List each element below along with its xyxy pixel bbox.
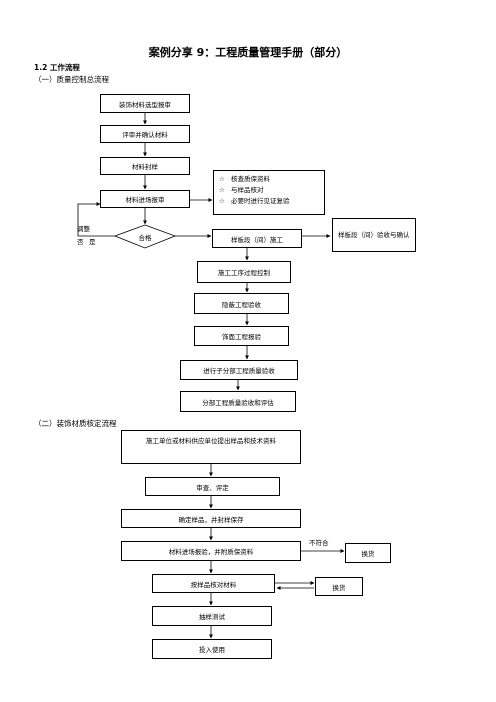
sample-testing: 抽样测试 xyxy=(152,606,272,626)
section-heading: 1.2 工作流程 xyxy=(34,63,80,72)
page-title: 案例分享 9：工程质量管理手册（部分） xyxy=(148,46,348,59)
review-evaluate: 审查、评定 xyxy=(145,477,280,496)
checklist-box: ☆ 核查质保资料 ☆ 与样品核对 ☆ 必要时进行见证复验 xyxy=(213,170,325,215)
sample-section-construction: 样板段（间）施工 xyxy=(212,229,302,248)
yes-label: 是 xyxy=(89,238,96,246)
confirm-samples: 确定样品，并封样保存 xyxy=(121,509,301,528)
nonconform-label: 不符合 xyxy=(309,539,329,547)
check-against-samples: 按样品核对材料 xyxy=(152,574,275,593)
adjust-label: 调整 xyxy=(77,225,90,233)
entry-inspection: 材料进场报验，并附质保资料 xyxy=(121,541,301,561)
checklist-item: ☆ 与样品核对 xyxy=(219,186,264,194)
put-into-use: 投入使用 xyxy=(152,639,272,659)
submit-samples: 施工单位或材料供应单位提出样品和技术资料 xyxy=(121,430,301,464)
step-material-selection: 装饰材料选型报审 xyxy=(100,94,190,113)
decision-qualified: 合格 xyxy=(138,234,152,242)
star-icon: ☆ xyxy=(219,197,225,205)
part2-heading: （二）装饰材质核定流程 xyxy=(34,419,117,428)
step-review-confirm: 评审并确认材料 xyxy=(100,125,190,143)
flow-process-control: 施工工序过程控制 xyxy=(197,261,291,283)
star-icon: ☆ xyxy=(219,175,225,183)
replace-goods-2: 换货 xyxy=(315,577,363,596)
flow-finish-inspection: 饰面工程报验 xyxy=(194,326,289,346)
star-icon: ☆ xyxy=(219,186,225,194)
flow-sub-division-acceptance: 进行子分部工程质量验收 xyxy=(180,360,298,380)
flow-division-acceptance: 分部工程质量验收和评估 xyxy=(180,391,296,412)
checklist-item: ☆ 必要时进行见证复验 xyxy=(219,197,290,205)
checklist-item: ☆ 核查质保资料 xyxy=(219,175,271,183)
step-sample-seal: 材料封样 xyxy=(100,157,190,175)
no-label: 否 xyxy=(77,238,84,246)
sample-section-acceptance: 样板段（间）验收与确认 xyxy=(332,218,416,252)
step-entry-report: 材料进场报审 xyxy=(100,190,190,208)
flow-hidden-acceptance: 隐蔽工程验收 xyxy=(194,293,289,314)
replace-goods-1: 换货 xyxy=(345,543,391,563)
part1-heading: （一）质量控制总流程 xyxy=(34,75,109,84)
